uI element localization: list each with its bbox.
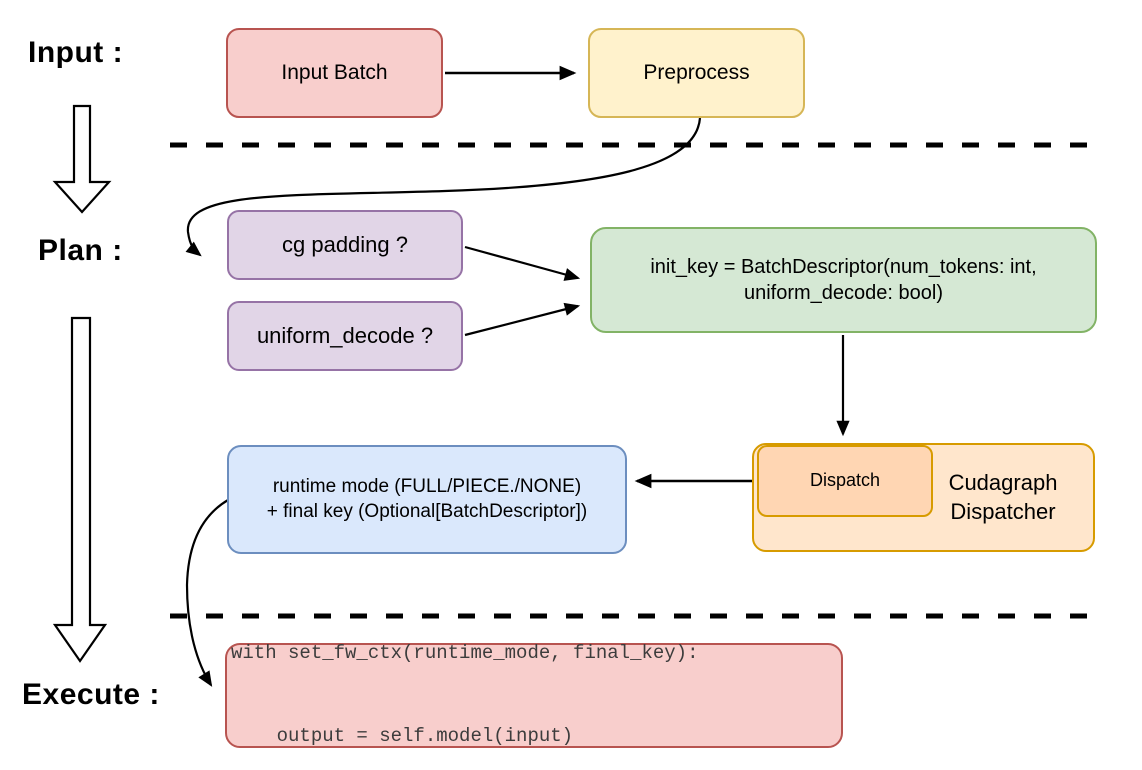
node-cg-padding: cg padding ? (227, 210, 463, 280)
node-init-key-line2: uniform_decode: bool) (743, 282, 943, 304)
node-runtime-mode: runtime mode (FULL/PIECE./NONE) + final … (227, 445, 627, 554)
arrow-cg-padding-to-init-key (464, 245, 581, 281)
node-execute-code-line2: output = self.model(input) (231, 725, 574, 748)
node-runtime-mode-line2: + final key (Optional[BatchDescriptor]) (266, 500, 588, 522)
node-init-key-line1: init_key = BatchDescriptor(num_tokens: i… (650, 256, 1037, 278)
node-execute-code-line1: with set_fw_ctx(runtime_mode, final_key)… (231, 642, 699, 665)
stage-label-plan: Plan : (38, 234, 123, 267)
arrow-preprocess-to-cg-padding (185, 117, 702, 257)
arrow-runtime-mode-to-execute-code (185, 499, 229, 687)
stage-arrow-plan-to-execute-icon (52, 316, 108, 663)
node-uniform-decode: uniform_decode ? (227, 301, 463, 371)
stage-label-execute: Execute : (22, 678, 160, 711)
node-cg-padding-label: cg padding ? (282, 231, 408, 257)
node-uniform-decode-label: uniform_decode ? (256, 322, 434, 348)
arrow-uniform-decode-to-init-key (464, 302, 581, 337)
node-cudagraph-dispatcher-line2: Dispatcher (950, 498, 1056, 524)
stage-label-input: Input : (28, 36, 124, 69)
node-preprocess: Preprocess (588, 28, 805, 118)
node-input-batch: Input Batch (226, 28, 443, 118)
node-init-key: init_key = BatchDescriptor(num_tokens: i… (590, 227, 1097, 333)
node-input-batch-label: Input Batch (281, 61, 388, 85)
node-dispatch: Dispatch (757, 445, 933, 517)
node-runtime-mode-line1: runtime mode (FULL/PIECE./NONE) (272, 475, 582, 497)
stage-arrow-input-to-plan-icon (52, 104, 112, 214)
node-dispatch-label: Dispatch (809, 470, 881, 491)
node-cudagraph-dispatcher-line1: Cudagraph (948, 469, 1058, 495)
node-preprocess-label: Preprocess (643, 61, 750, 85)
node-execute-code: with set_fw_ctx(runtime_mode, final_key)… (225, 642, 843, 748)
